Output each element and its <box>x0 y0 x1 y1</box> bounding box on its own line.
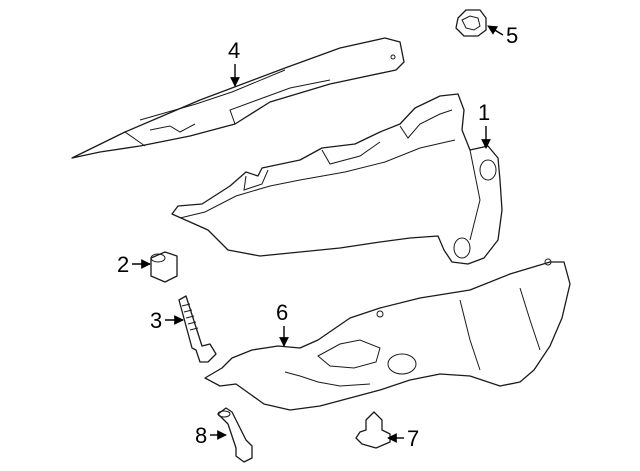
callout-6: 6 <box>276 300 289 347</box>
callout-label: 3 <box>150 308 162 333</box>
exhaust-manifold <box>171 93 503 265</box>
callout-2: 2 <box>117 252 151 277</box>
callout-label: 4 <box>228 38 240 63</box>
upper-heat-shield <box>71 37 405 159</box>
callout-label: 1 <box>478 100 490 125</box>
spacer-sleeve <box>150 251 178 283</box>
callout-label: 8 <box>195 423 207 448</box>
callout-7: 7 <box>387 426 419 451</box>
callout-label: 6 <box>276 300 288 325</box>
callout-8: 8 <box>195 423 227 448</box>
callout-label: 2 <box>117 252 129 277</box>
callout-4: 4 <box>228 38 240 87</box>
lower-heat-shield <box>204 258 571 411</box>
nut <box>455 9 487 37</box>
callout-3: 3 <box>150 308 184 333</box>
bolt <box>217 407 253 463</box>
callout-label: 5 <box>506 23 518 48</box>
callout-5: 5 <box>487 23 518 48</box>
callout-1: 1 <box>478 100 491 149</box>
stud-bolt <box>178 295 217 363</box>
callout-label: 7 <box>407 426 419 451</box>
push-pin-clip <box>355 411 391 449</box>
